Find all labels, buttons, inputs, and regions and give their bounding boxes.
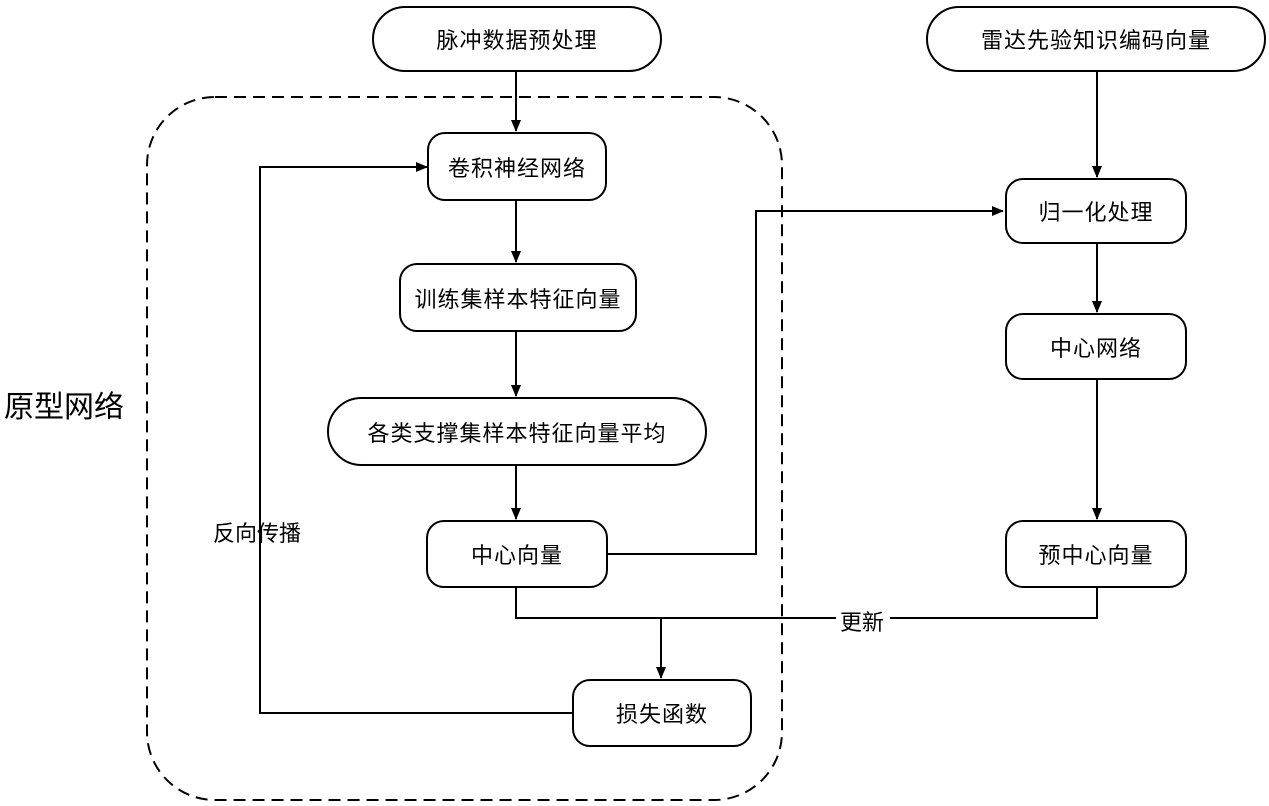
train-features-node: 训练集样本特征向量 bbox=[399, 263, 637, 332]
update-label: 更新 bbox=[840, 611, 885, 636]
group-title: 原型网络 bbox=[4, 390, 124, 425]
edge-pre-center-to-merge bbox=[890, 588, 1098, 619]
center-network-node: 中心网络 bbox=[1005, 313, 1187, 380]
edge-center-to-normalize bbox=[608, 206, 1004, 555]
edge-backprop bbox=[259, 162, 572, 714]
support-avg-node: 各类支撑集样本特征向量平均 bbox=[327, 397, 707, 466]
pre-center-vector-node: 预中心向量 bbox=[1005, 520, 1187, 588]
prototype-network-boundary bbox=[146, 96, 783, 801]
preprocess-node: 脉冲数据预处理 bbox=[372, 6, 662, 72]
backprop-label: 反向传播 bbox=[213, 522, 302, 547]
normalize-node: 归一化处理 bbox=[1005, 178, 1187, 244]
edge-center-to-merge bbox=[515, 588, 836, 619]
center-vector-node: 中心向量 bbox=[426, 520, 608, 588]
radar-prior-node: 雷达先验知识编码向量 bbox=[926, 6, 1266, 72]
cnn-node: 卷积神经网络 bbox=[427, 132, 607, 201]
loss-function-node: 损失函数 bbox=[572, 679, 752, 747]
